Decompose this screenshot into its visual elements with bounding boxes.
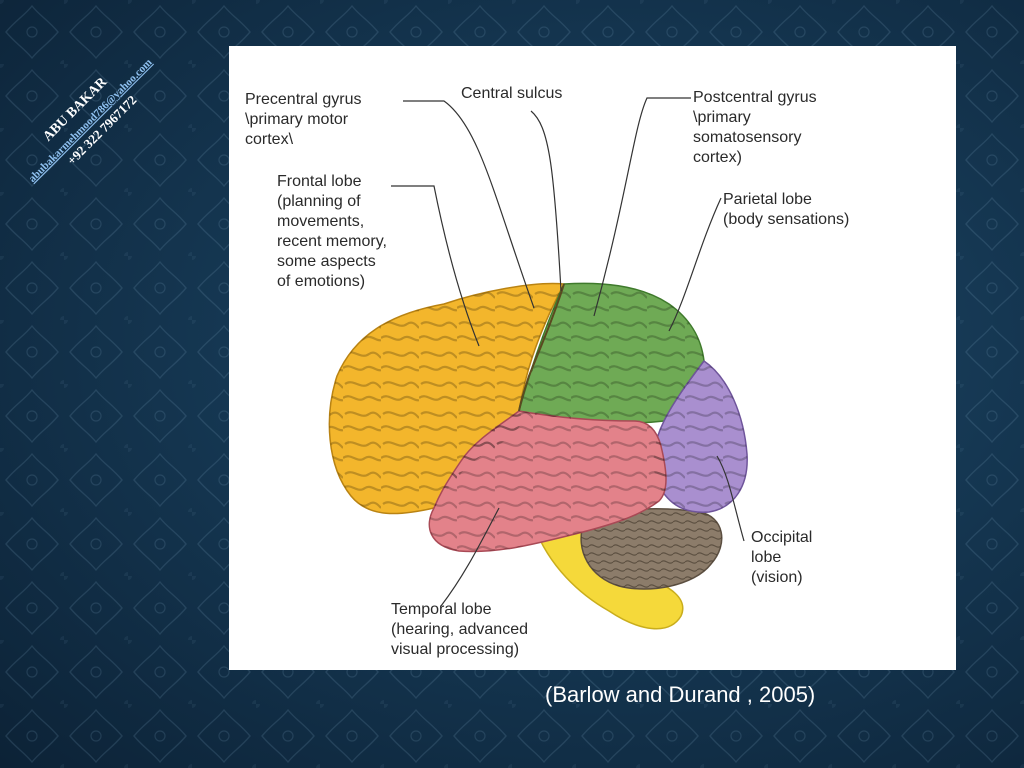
label-occipital-lobe: Occipital lobe (vision) <box>751 529 813 586</box>
brain-diagram: Precentral gyrus \primary motor cortex\ … <box>229 46 956 670</box>
leader-lines <box>391 97 745 607</box>
brain-illustration <box>328 97 748 630</box>
label-postcentral-gyrus: Postcentral gyrus \primary somatosensory… <box>693 89 817 166</box>
label-precentral-gyrus: Precentral gyrus \primary motor cortex\ <box>245 91 362 148</box>
label-parietal-lobe: Parietal lobe (body sensations) <box>723 191 850 228</box>
watermark-email[interactable]: abubakarmehmood786@yahoo.com <box>26 57 154 185</box>
label-temporal-lobe: Temporal lobe (hearing, advanced visual … <box>391 601 528 658</box>
label-central-sulcus: Central sulcus <box>461 85 563 102</box>
citation: (Barlow and Durand , 2005) <box>545 682 816 707</box>
central-sulcus-line <box>518 283 565 412</box>
label-frontal-lobe: Frontal lobe (planning of movements, rec… <box>277 173 387 290</box>
watermark: ABU BAKAR abubakarmehmood786@yahoo.com +… <box>26 57 154 185</box>
